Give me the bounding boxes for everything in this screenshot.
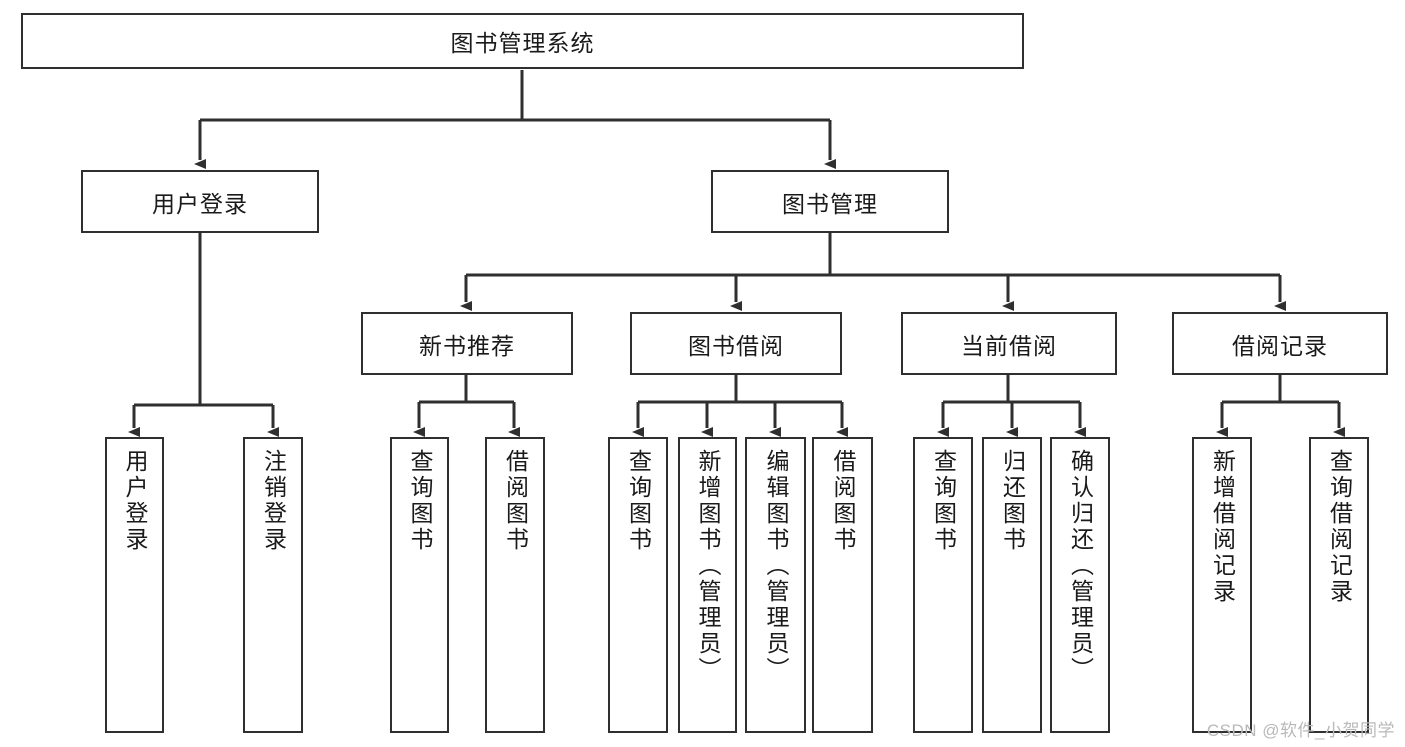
watermark: CSDN @软件_小贺同学 — [1206, 721, 1395, 740]
node-book-management[interactable]: 图书管理 — [711, 170, 949, 233]
leaf-borrow-book[interactable]: 借阅图书 — [812, 437, 873, 733]
leaf-borrow-book-label: 借阅图书 — [830, 449, 856, 553]
leaf-return-book[interactable]: 归还图书 — [982, 437, 1042, 733]
leaf-return-book-label: 归还图书 — [999, 449, 1026, 553]
node-user-login-label: 用户登录 — [152, 190, 248, 217]
node-current-borrow-label: 当前借阅 — [961, 332, 1057, 359]
leaf-edit-book-admin-label: 编辑图书（管理员） — [763, 449, 789, 683]
leaf-query-borrow-record[interactable]: 查询借阅记录 — [1309, 437, 1369, 733]
leaf-query-borrow-record-label: 查询借阅记录 — [1326, 449, 1353, 605]
node-current-borrow[interactable]: 当前借阅 — [901, 312, 1117, 375]
leaf-user-login-label: 用户登录 — [122, 449, 148, 553]
leaf-query-book-current-label: 查询图书 — [930, 449, 957, 553]
leaf-add-borrow-record-label: 新增借阅记录 — [1209, 449, 1236, 605]
node-root[interactable]: 图书管理系统 — [21, 13, 1024, 69]
leaf-confirm-return-admin-label: 确认归还（管理员） — [1067, 449, 1094, 683]
leaf-borrow-book-new[interactable]: 借阅图书 — [485, 437, 545, 733]
leaf-query-book-current[interactable]: 查询图书 — [913, 437, 973, 733]
leaf-add-book-admin[interactable]: 新增图书（管理员） — [678, 437, 737, 733]
leaf-query-book-new[interactable]: 查询图书 — [390, 437, 449, 733]
node-root-label: 图书管理系统 — [450, 30, 595, 56]
node-borrow-records-label: 借阅记录 — [1232, 332, 1328, 359]
leaf-user-login[interactable]: 用户登录 — [105, 437, 164, 733]
node-new-book-recommend-label: 新书推荐 — [419, 332, 515, 359]
node-book-borrow[interactable]: 图书借阅 — [630, 312, 842, 375]
node-book-borrow-label: 图书借阅 — [688, 332, 784, 359]
leaf-logout-label: 注销登录 — [260, 449, 287, 553]
leaf-borrow-book-new-label: 借阅图书 — [502, 449, 529, 553]
node-new-book-recommend[interactable]: 新书推荐 — [361, 312, 573, 375]
leaf-add-borrow-record[interactable]: 新增借阅记录 — [1192, 437, 1252, 733]
leaf-logout[interactable]: 注销登录 — [243, 437, 303, 733]
leaf-edit-book-admin[interactable]: 编辑图书（管理员） — [745, 437, 806, 733]
leaf-confirm-return-admin[interactable]: 确认归还（管理员） — [1050, 437, 1110, 733]
leaf-add-book-admin-label: 新增图书（管理员） — [695, 449, 721, 683]
leaf-query-book-borrow-label: 查询图书 — [625, 449, 652, 553]
node-user-login[interactable]: 用户登录 — [81, 170, 319, 233]
leaf-query-book-new-label: 查询图书 — [407, 449, 433, 553]
node-borrow-records[interactable]: 借阅记录 — [1172, 312, 1388, 375]
node-book-management-label: 图书管理 — [782, 190, 878, 217]
leaf-query-book-borrow[interactable]: 查询图书 — [608, 437, 668, 733]
